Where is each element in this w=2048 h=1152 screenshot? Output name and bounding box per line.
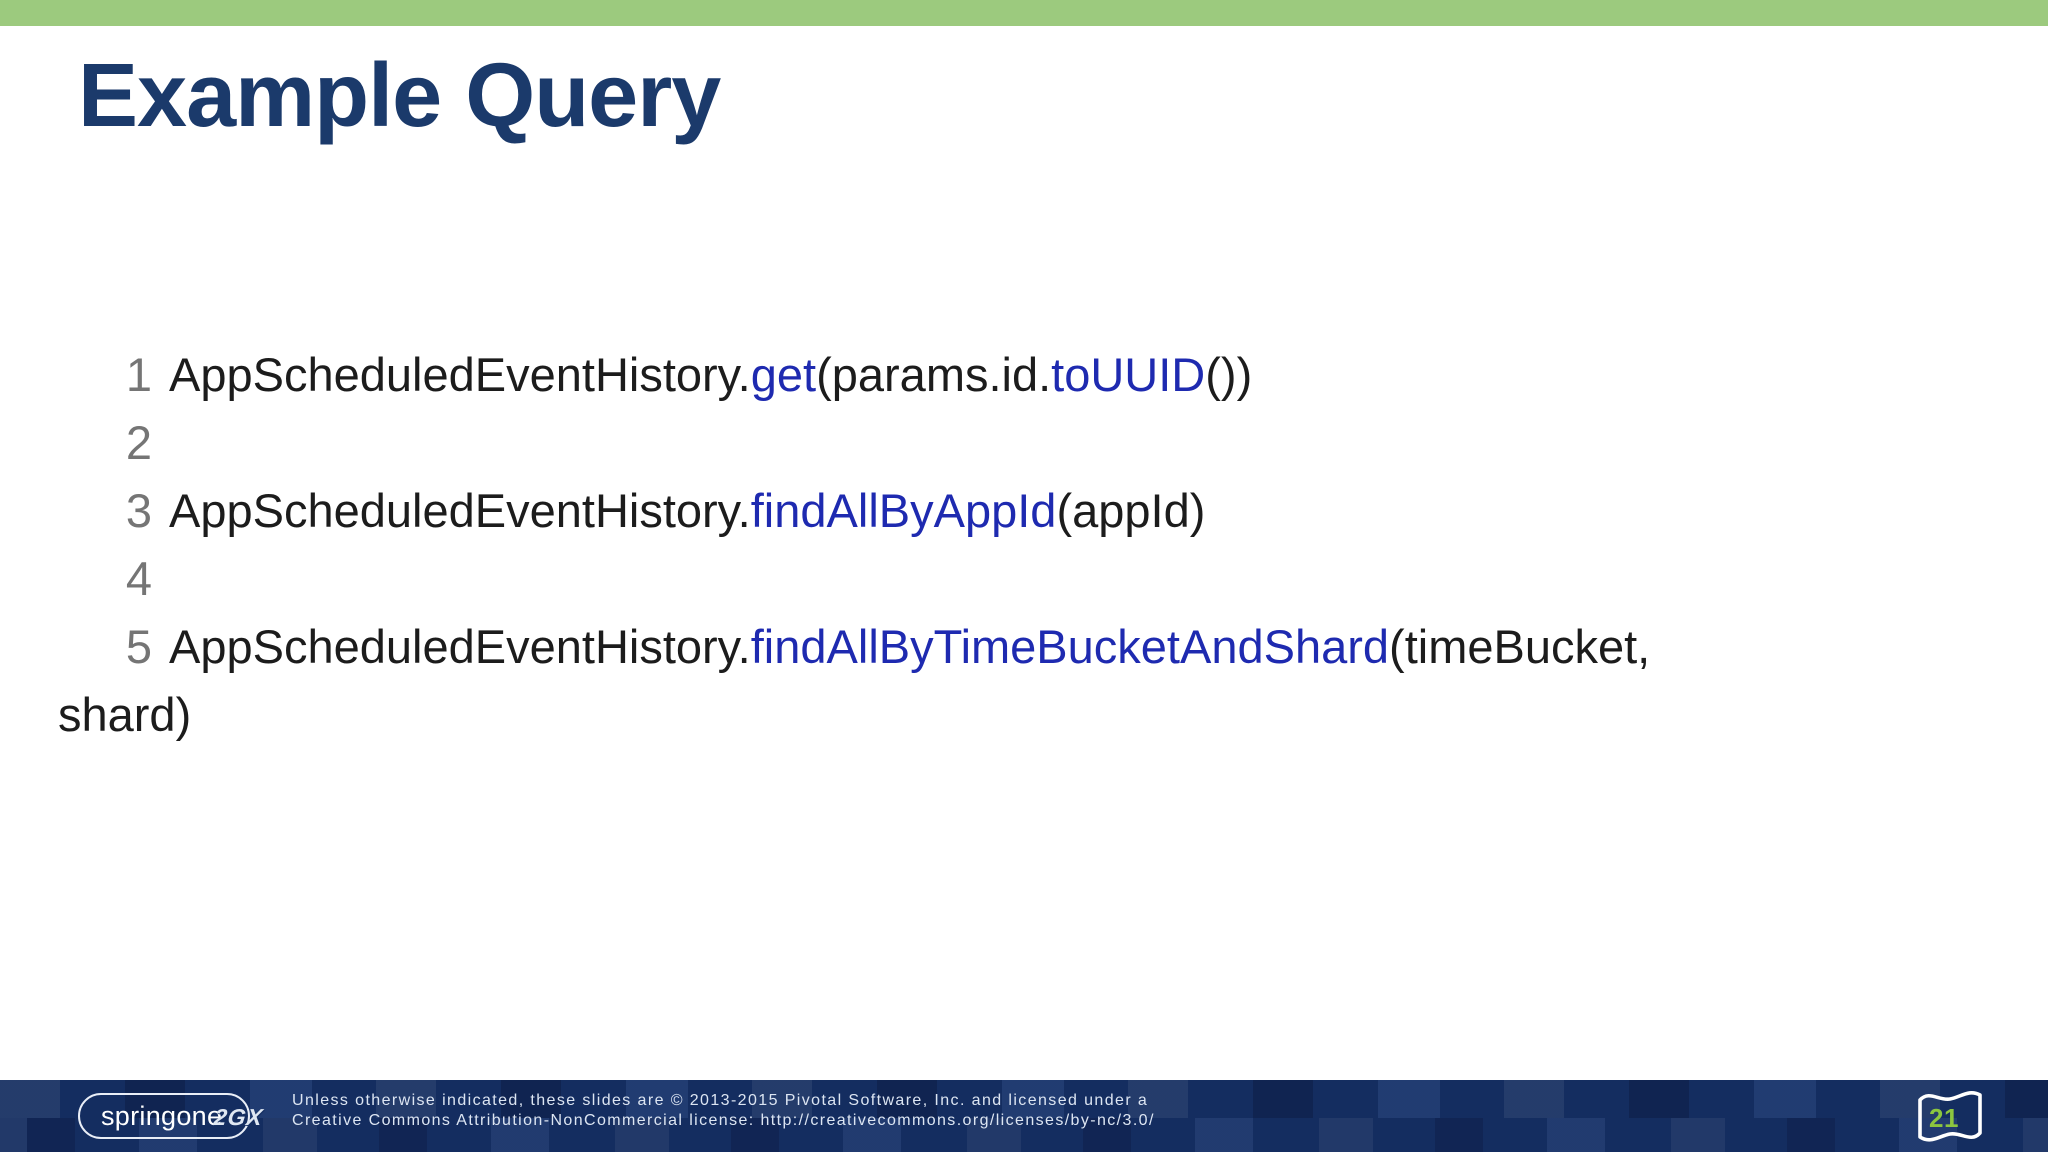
license-line-2: Creative Commons Attribution-NonCommerci… (292, 1112, 1155, 1129)
code-line-number: 2 (125, 416, 152, 469)
code-token-plain: AppScheduledEventHistory. (169, 620, 751, 673)
code-token-plain: (params.id. (816, 348, 1052, 401)
top-green-bar (0, 0, 2048, 26)
code-line: 1 AppScheduledEventHistory.get(params.id.… (58, 341, 1988, 409)
code-token-method: toUUID (1051, 348, 1206, 401)
page-title: Example Query (78, 46, 721, 146)
code-token-plain: AppScheduledEventHistory. (169, 484, 751, 537)
code-token-method: get (750, 348, 817, 401)
2gx-logo-text: 2GX (212, 1104, 265, 1130)
page-number: 21 (1929, 1103, 1959, 1133)
license-text: Unless otherwise indicated, these slides… (292, 1091, 1155, 1131)
page-number-flag: 21 (1912, 1087, 1990, 1147)
code-line-number: 5 (125, 620, 152, 673)
code-line: 4 (58, 545, 1988, 613)
code-token-plain: (appId) (1056, 484, 1206, 537)
flag-icon (1912, 1087, 1990, 1147)
code-line: 2 (58, 409, 1988, 477)
code-line: 3 AppScheduledEventHistory.findAllByAppId… (58, 477, 1988, 545)
code-token-method: findAllByAppId (750, 484, 1057, 537)
springone-2gx-logo: springone 2GX (78, 1093, 265, 1139)
code-token-plain: (timeBucket, (1389, 620, 1651, 673)
footer-bar: springone 2GX Unless otherwise indicated… (0, 1080, 2048, 1152)
code-token-plain: shard) (58, 688, 192, 741)
code-token-plain: ()) (1205, 348, 1253, 401)
code-line-number: 4 (125, 552, 152, 605)
license-line-1: Unless otherwise indicated, these slides… (292, 1092, 1149, 1109)
code-line-number: 3 (125, 484, 152, 537)
springone-logo-text: springone (101, 1100, 223, 1131)
code-line-number: 1 (125, 348, 152, 401)
code-line: 5 AppScheduledEventHistory.findAllByTimeB… (58, 613, 1988, 749)
code-token-method: findAllByTimeBucketAndShard (750, 620, 1390, 673)
code-token-plain: AppScheduledEventHistory. (169, 348, 751, 401)
